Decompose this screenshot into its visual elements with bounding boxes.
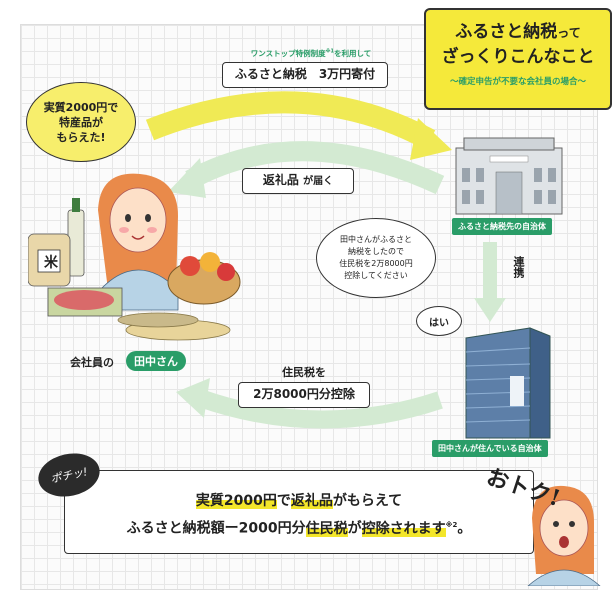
cooperation-arrowhead: [474, 298, 506, 322]
city-hall-building-icon: [455, 137, 563, 215]
title-subtitle: 〜確定申告が不要な会社員の場合〜: [449, 77, 586, 87]
title-box: ふるさと納税って ざっくりこんなこと 〜確定申告が不要な会社員の場合〜: [424, 8, 612, 110]
municipality-speech-bubble: 田中さんがふるさと 納税をしたので 住民税を2万8000円 控除してください: [316, 218, 436, 298]
gift-box: 返礼品 が届く: [242, 168, 354, 194]
surprised-woman-illustration: [527, 485, 601, 586]
cooperation-label: 連携: [512, 256, 525, 278]
donation-municipality-label: ふるさと納税先の自治体: [452, 218, 552, 235]
tanaka-with-gifts-illustration: [28, 173, 241, 341]
title-main: ふるさと納税: [455, 22, 558, 42]
resident-municipality-label: 田中さんが住んでいる自治体: [432, 440, 548, 457]
summary-line2: ふるさと納税額ー2000円分住民税が控除されます※2。: [126, 520, 472, 537]
gift-arrow: [185, 141, 445, 195]
summary-message-box: 実質2000円で返礼品がもらえて ふるさと納税額ー2000円分住民税が控除されま…: [64, 470, 534, 554]
tanaka-speech-bubble: 実質2000円で 特産品が もらえた!: [26, 82, 136, 162]
summary-line1: 実質2000円で返礼品がもらえて: [195, 493, 403, 509]
donation-box: ふるさと納税 3万円寄付: [222, 62, 388, 88]
tax-deduct-box: 2万8000円分控除: [238, 382, 370, 408]
employee-label: 会社員の: [70, 356, 114, 369]
gift-arrowhead: [168, 158, 206, 198]
cooperation-arrow: [483, 242, 497, 302]
title-line2: ざっくりこんなこと: [441, 47, 595, 67]
donation-arrow: [145, 91, 436, 150]
onestop-note: ワンストップ特例制度※1を利用して: [250, 48, 372, 59]
tax-arrowhead: [176, 378, 210, 418]
title-suffix: って: [557, 26, 581, 40]
office-tower-icon: [465, 327, 551, 439]
rice-label: 米: [44, 255, 58, 271]
tax-label: 住民税を: [282, 366, 326, 379]
hai-speech-bubble: はい: [416, 306, 462, 336]
employee-name-badge: 田中さん: [126, 351, 186, 371]
tax-arrow: [197, 389, 443, 429]
donation-arrowhead: [410, 118, 452, 160]
